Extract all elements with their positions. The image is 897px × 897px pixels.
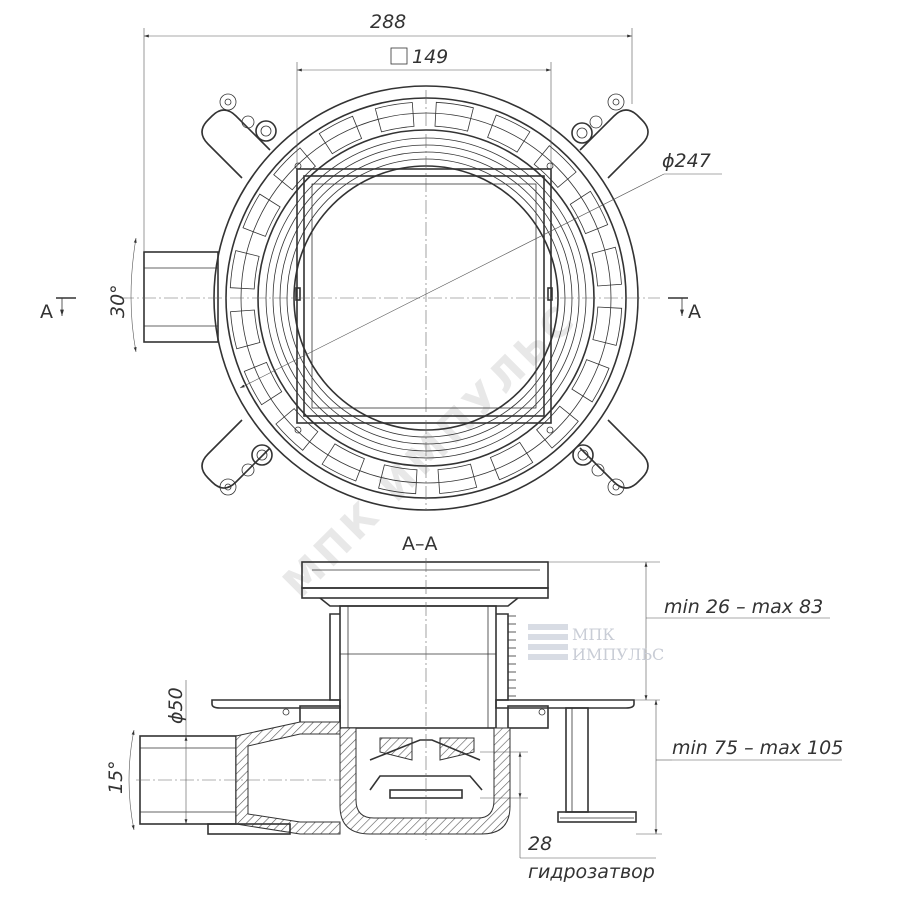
- flange-slot: [487, 114, 531, 153]
- flange-slot: [374, 102, 415, 133]
- flange-slot: [378, 464, 418, 495]
- flange-slot: [275, 408, 319, 451]
- company-logo: МПК ИМПУЛЬС: [528, 624, 664, 664]
- dimension-body-height: min 75 – max 105: [636, 700, 843, 835]
- flange-slot: [536, 405, 579, 449]
- section-outlet-pipe: [139, 721, 341, 835]
- mounting-bracket-bottom-right: [572, 419, 649, 496]
- flange-slot: [569, 190, 609, 235]
- flange-slot: [533, 145, 577, 188]
- flange-slot: [437, 463, 478, 494]
- square-grate: [294, 162, 554, 434]
- plan-view: 288 149 ϕ247 30° A: [40, 11, 722, 511]
- section-title: A–A: [402, 533, 438, 555]
- dimension-angle-section: 15°: [105, 729, 135, 831]
- dimension-water-seal: 28 гидрозатвор: [480, 751, 656, 883]
- flange-slot: [230, 309, 261, 350]
- dimension-flange-diameter: ϕ247: [239, 150, 722, 389]
- dimension-outlet-diameter: ϕ50: [165, 680, 188, 824]
- section-marker-right: A: [668, 297, 701, 323]
- dimension-30deg-label: 30°: [107, 284, 129, 318]
- dimension-288-label: 288: [370, 11, 406, 33]
- flange-slot: [229, 250, 260, 290]
- section-marker-right-label: A: [688, 301, 701, 323]
- dimension-grate-height-label: min 26 – max 83: [664, 596, 823, 618]
- mounting-bracket-top-left: [201, 93, 277, 179]
- dimension-grate-size: 149: [296, 46, 552, 169]
- riser-seal-ribs: [508, 615, 516, 697]
- flange-slot: [243, 361, 283, 406]
- mounting-bracket-top-right: [571, 93, 649, 179]
- dimension-angle-plan: 30°: [107, 237, 137, 353]
- dimension-body-height-label: min 75 – max 105: [672, 737, 843, 759]
- flange-slot: [571, 359, 610, 403]
- dimension-water-seal-label: 28: [528, 833, 552, 855]
- section-marker-left: A: [40, 297, 76, 323]
- section-marker-left-label: A: [40, 301, 53, 323]
- flange-slot: [489, 441, 534, 481]
- section-view: A–A: [105, 533, 843, 883]
- flange-slot: [273, 147, 316, 191]
- side-outlet-plan: [143, 251, 219, 343]
- dimension-247-label: ϕ247: [662, 150, 711, 172]
- dimension-15deg-label: 15°: [105, 760, 127, 794]
- logo-line2: ИМПУЛЬС: [572, 645, 664, 664]
- mounting-bracket-bottom-left: [201, 419, 273, 496]
- flange-slot: [434, 101, 474, 132]
- flange-slots: [229, 101, 623, 495]
- section-body: [339, 727, 511, 835]
- logo-line1: МПК: [572, 625, 615, 644]
- flange-slot: [592, 306, 623, 346]
- flange-slot: [242, 193, 281, 237]
- dimension-overall-width: 288: [143, 11, 633, 252]
- dimension-50-label: ϕ50: [165, 687, 187, 724]
- section-flange-plate: [211, 699, 635, 729]
- dimension-149-label: 149: [412, 46, 448, 68]
- water-seal-caption: гидрозатвор: [528, 861, 655, 883]
- flange-slot: [318, 115, 363, 155]
- section-adjustable-leg: [557, 707, 637, 823]
- flange-slot: [321, 443, 365, 482]
- dimension-grate-height: min 26 – max 83: [548, 561, 830, 701]
- section-riser: [329, 605, 509, 729]
- flange-slot: [591, 246, 622, 287]
